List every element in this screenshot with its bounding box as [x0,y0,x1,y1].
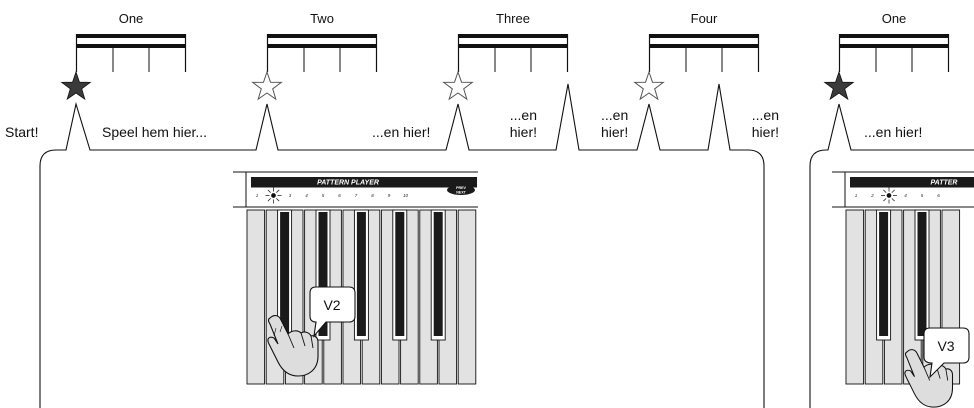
pattern-player-title-cut: PATTER [931,180,958,187]
step-number: 6 [338,193,341,198]
burst-ray [891,198,895,202]
step-numbers-cut: 123456 [855,193,941,198]
measure-grid-3 [457,34,569,72]
callout-bubble-main [39,83,765,408]
burst-ray [276,189,280,193]
pointing-hand-icon [904,349,954,408]
burst-ray [883,189,887,193]
burst-ray [276,198,280,202]
burst-ray [267,189,271,193]
black-keys [277,209,446,341]
burst-ray [883,198,887,202]
step-number: 1 [855,193,858,198]
voice-tag-cut: V3 [937,338,954,354]
black-key-face [395,212,405,336]
black-key-face [318,212,328,336]
black-key-face [356,212,366,336]
callout-start: Start! [5,124,38,140]
step-number: 4 [904,193,907,198]
star-filled-icon [60,70,92,101]
pattern-player-panel [251,177,477,186]
beat-label-5: One [882,11,907,26]
step-number: 5 [322,193,325,198]
callout-bubble-cut [809,103,974,408]
star-outline-icon [442,70,474,101]
black-key-face [433,212,443,336]
voice-tag-main: V2 [323,297,340,313]
step-number: 10 [403,193,409,198]
step-number: 7 [355,193,358,198]
prev-label: PREV [456,186,466,190]
callout-and-here-1: ...en hier! [372,124,430,140]
lit-led [886,193,892,198]
pointing-hand-icon [267,315,319,377]
white-key [457,209,477,385]
callout-and-here-2b: hier! [510,124,537,140]
beat-label-4: Four [691,11,718,26]
star-outline-icon [251,70,283,101]
beat-label-3: Three [496,11,530,26]
voice-tag-bubble [309,286,356,338]
measure-grid-4 [648,34,760,72]
beat-label-2: Two [310,11,334,26]
step-number: 8 [371,193,374,198]
next-label: NEXT [456,191,466,195]
prev-next-button [447,185,475,195]
callout-and-here-4b: hier! [752,124,779,140]
star-filled-icon [823,70,855,101]
black-key-face [280,212,290,336]
lit-led [271,193,276,198]
measure-grid-1 [75,34,187,72]
beat-label-1: One [119,11,144,26]
callout-and-here-3a: ...en [601,107,628,123]
light-burst-icon [265,187,282,204]
callout-and-here-4a: ...en [752,107,779,123]
callout-play-here: Speel hem hier... [102,124,207,140]
pattern-player-title: PATTERN PLAYER [317,180,379,187]
voice-tag-bubble-cut [923,327,970,379]
measure-grid-2 [266,34,378,72]
white-key [845,209,865,385]
callout-and-here-2a: ...en [510,107,537,123]
measure-grid-5 [838,34,950,72]
black-key-face [917,212,927,336]
burst-ray [267,198,271,202]
step-number: 4 [305,193,308,198]
black-keys-cut [876,209,930,341]
callout-and-here-3b: hier! [601,124,628,140]
step-number: 2 [870,193,874,198]
white-key [246,209,266,385]
step-number: 9 [388,193,391,198]
light-burst-icon [881,187,897,204]
step-number: 1 [256,193,259,198]
step-number: 3 [289,193,292,198]
black-key-face [879,212,889,336]
keyboard-cut: PATTER 123456 V3 [832,171,974,408]
step-number: 6 [937,193,940,198]
pattern-player-panel-cut [850,177,974,186]
star-outline-icon [633,70,665,101]
callout-and-here-5: ...en hier! [864,124,922,140]
burst-ray [891,189,895,193]
keyboard-main: PATTERN PLAYER 12345678910 PREV NEXT V2 [233,171,478,385]
step-number: 5 [921,193,924,198]
